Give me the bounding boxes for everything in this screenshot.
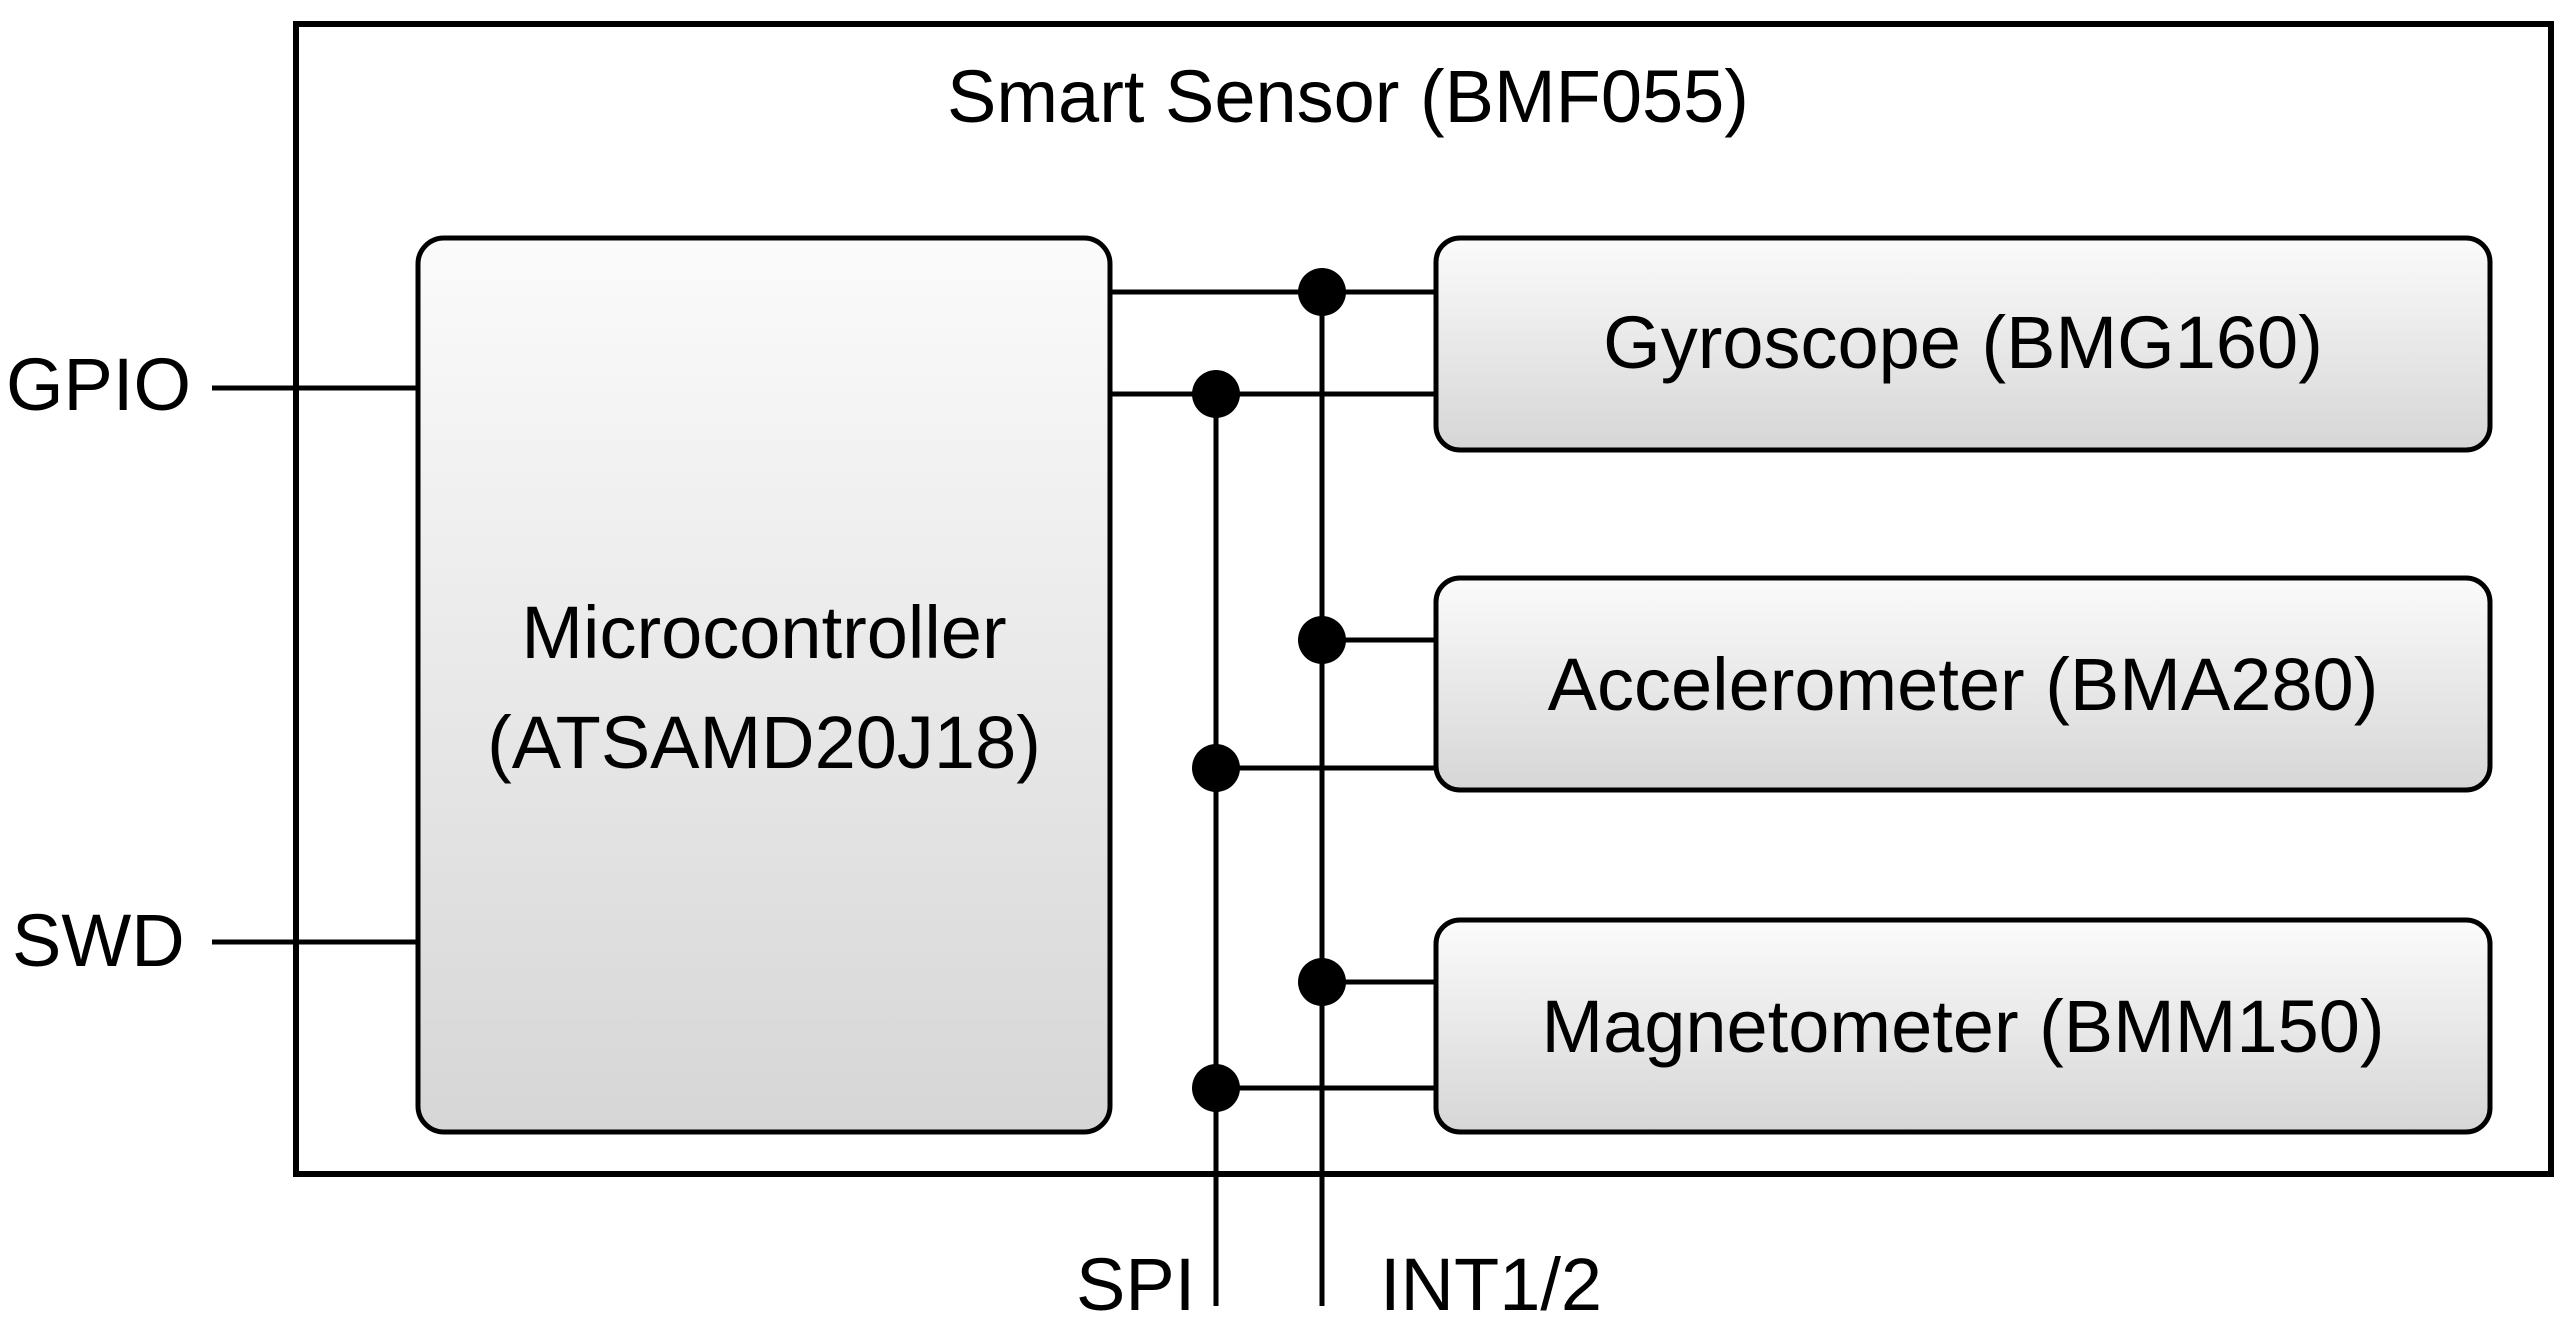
int-label: INT1/2	[1380, 1243, 1602, 1326]
smart-sensor-enclosure	[293, 21, 2554, 1177]
junction-spi-mag	[1192, 1064, 1240, 1112]
microcontroller-block	[415, 235, 1113, 1135]
accelerometer-label: Accelerometer (BMA280)	[1548, 643, 2379, 726]
junction-spi-accel	[1192, 744, 1240, 792]
smart-sensor-title: Smart Sensor (BMF055)	[947, 55, 1749, 138]
microcontroller-part-label: (ATSAMD20J18)	[487, 701, 1041, 784]
junction-spi-gyro	[1192, 370, 1240, 418]
junction-int-gyro	[1298, 268, 1346, 316]
magnetometer-block	[1433, 917, 2493, 1135]
gpio-label: GPIO	[6, 343, 191, 426]
junction-int-mag	[1298, 958, 1346, 1006]
magnetometer-label: Magnetometer (BMM150)	[1541, 985, 2384, 1068]
junction-int-accel	[1298, 616, 1346, 664]
gyroscope-label: Gyroscope (BMG160)	[1603, 301, 2323, 384]
accelerometer-block	[1433, 575, 2493, 793]
swd-label: SWD	[12, 899, 185, 982]
microcontroller-label: Microcontroller	[521, 591, 1006, 674]
gyroscope-block	[1433, 235, 2493, 453]
spi-label: SPI	[1076, 1243, 1195, 1326]
